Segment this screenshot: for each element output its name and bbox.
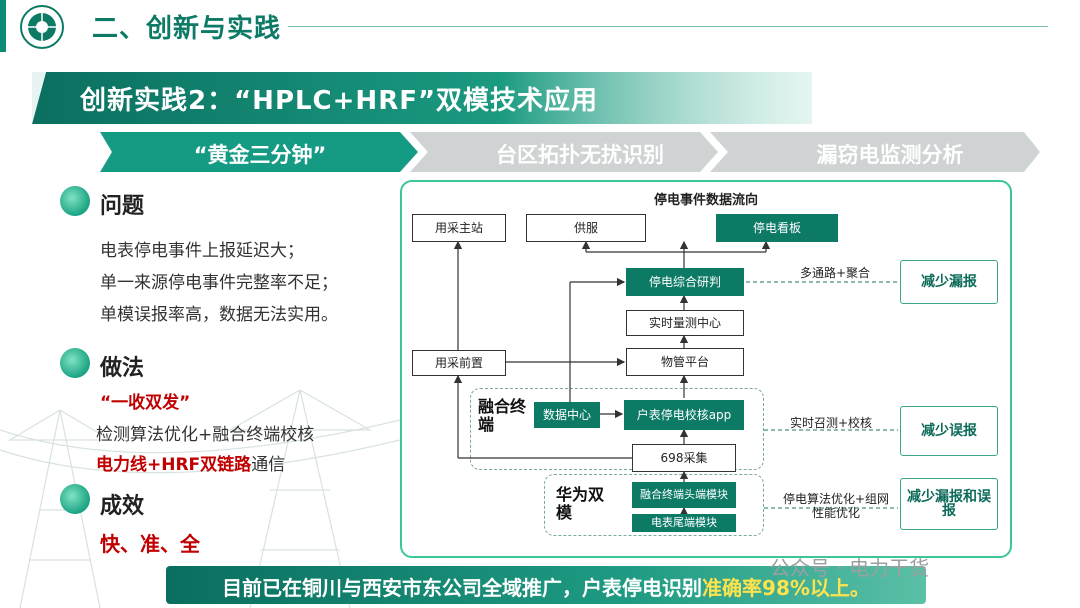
label-multi-path: 多通路+聚合 <box>800 266 870 280</box>
box-verify-app: 户表停电校核app <box>624 400 744 430</box>
box-698-acquisition: 698采集 <box>632 444 736 472</box>
header-divider <box>288 26 1048 27</box>
box-fusion-head-module: 融合终端头端模块 <box>632 482 736 508</box>
problem-line-1: 电表停电事件上报延迟大； <box>100 236 304 261</box>
diagram-title: 停电事件数据流向 <box>400 189 1012 208</box>
page-title: 二、创新与实践 <box>92 8 281 45</box>
label-algo-opt: 停电算法优化+组网性能优化 <box>780 492 892 520</box>
result-bullet-icon <box>60 484 90 514</box>
method-line-3: 电力线+HRF双链路通信 <box>96 450 285 475</box>
box-meter-tail-module: 电表尾端模块 <box>632 514 736 532</box>
banner-title: 创新实践2：“HPLC+HRF”双模技术应用 <box>80 80 598 117</box>
method-title: 做法 <box>100 350 144 382</box>
method-line-2: 检测算法优化+融合终端校核 <box>96 420 314 445</box>
result-title: 成效 <box>100 488 144 520</box>
box-main-station: 用采主站 <box>412 214 506 242</box>
box-iot-platform: 物管平台 <box>626 348 744 376</box>
problem-bullet-icon <box>60 186 90 216</box>
result-reduce-false: 减少误报 <box>900 406 998 456</box>
label-recall-verify: 实时召测+校核 <box>790 416 872 430</box>
group-label-dual-mode: 华为双模 <box>556 486 616 522</box>
method-bullet-icon <box>60 348 90 378</box>
box-service: 供服 <box>526 214 646 242</box>
bottom-summary-main: 目前已在铜川与西安市东公司全域推广，户表停电识别 <box>222 576 702 600</box>
problem-line-3: 单模误报率高，数据无法实用。 <box>100 300 338 325</box>
watermark: 公众号 · 电力干货 <box>770 552 929 581</box>
chevron-step-3: 漏窃电监测分析 <box>740 139 1040 169</box>
company-logo-icon <box>16 4 68 50</box>
chevron-step-1: “黄金三分钟” <box>110 139 410 169</box>
result-line-1: 快、准、全 <box>100 528 200 557</box>
group-label-fusion: 融合终端 <box>478 398 534 434</box>
method-line-1: “一收双发” <box>100 388 190 413</box>
result-reduce-miss: 减少漏报 <box>900 260 998 304</box>
result-reduce-both: 减少漏报和误报 <box>900 478 998 530</box>
method-line-3-tail: 通信 <box>251 455 285 475</box>
chevron-step-2: 台区拓扑无扰识别 <box>440 139 720 169</box>
box-outage-judge: 停电综合研判 <box>626 268 744 296</box>
box-outage-board: 停电看板 <box>716 214 838 242</box>
header-accent-bar <box>0 0 6 52</box>
problem-title: 问题 <box>100 188 144 220</box>
method-line-3-red: 电力线+HRF双链路 <box>96 455 251 475</box>
box-data-center: 数据中心 <box>534 402 600 428</box>
problem-line-2: 单一来源停电事件完整率不足； <box>100 268 338 293</box>
box-measure-center: 实时量测中心 <box>626 310 744 336</box>
box-frontend: 用采前置 <box>412 350 506 376</box>
